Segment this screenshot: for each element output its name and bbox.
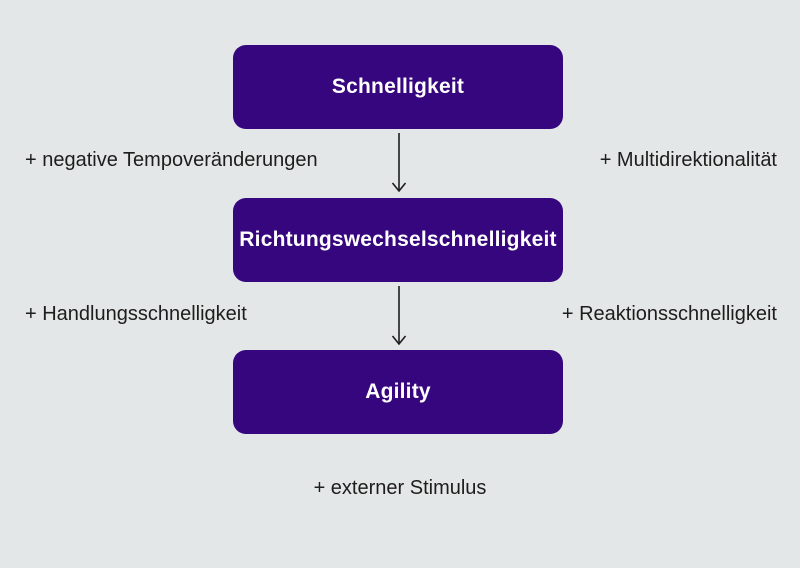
box-agility: Agility <box>233 350 563 434</box>
box-schnelligkeit: Schnelligkeit <box>233 45 563 129</box>
box-richtungswechselschnelligkeit-label: Richtungswechselschnelligkeit <box>239 228 557 251</box>
box-agility-label: Agility <box>365 380 431 403</box>
arrow-down-icon <box>391 133 407 193</box>
annotation-externer-stimulus: + externer Stimulus <box>313 477 487 499</box>
box-richtungswechselschnelligkeit: Richtungswechselschnelligkeit <box>233 198 563 282</box>
box-schnelligkeit-label: Schnelligkeit <box>331 75 465 98</box>
arrow-down-icon <box>391 286 407 346</box>
annotation-reaktionsschnelligkeit: + Reaktionsschnelligkeit <box>561 303 777 325</box>
annotation-negative-tempoveraenderungen: + negative Tempoveränderungen <box>25 149 318 171</box>
annotation-handlungsschnelligkeit: + Handlungsschnelligkeit <box>25 303 247 325</box>
annotation-multidirektionalitaet: + Multidirektionalität <box>599 149 777 171</box>
